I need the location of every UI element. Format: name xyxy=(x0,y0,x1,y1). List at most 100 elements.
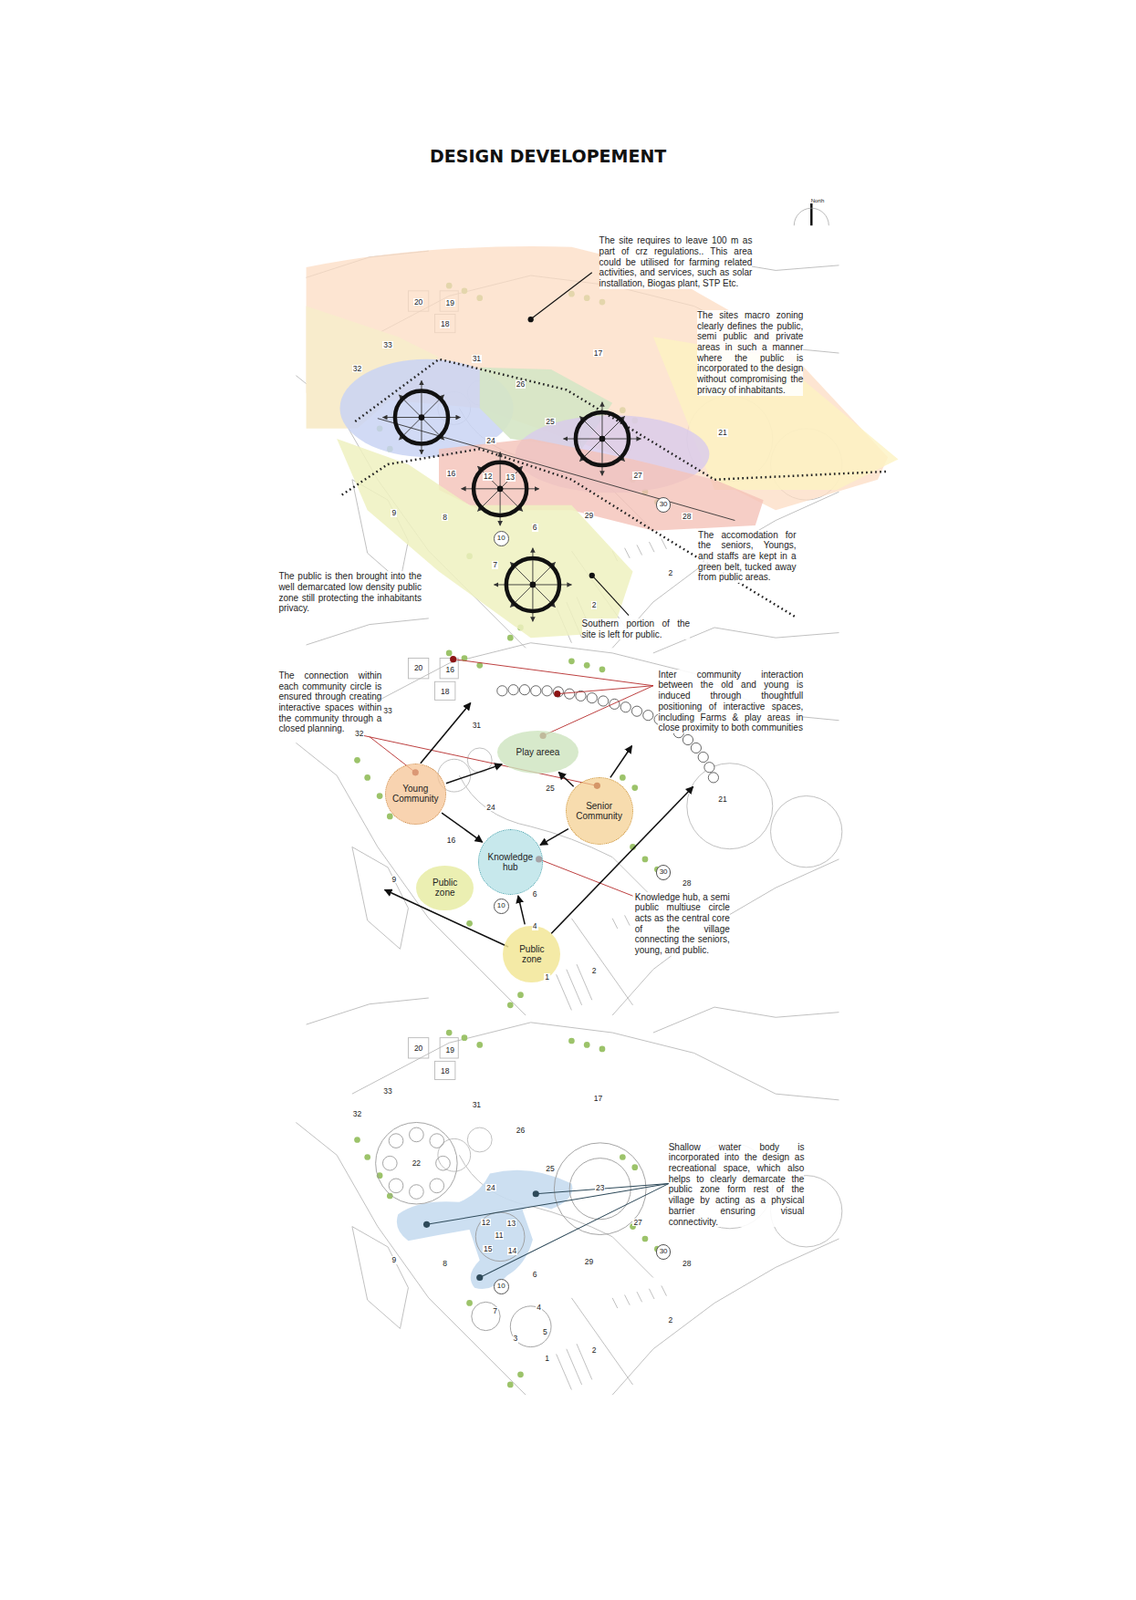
node-text: 30 xyxy=(659,868,668,877)
site-plan-linework xyxy=(382,380,460,455)
plan-number-circle: 10 xyxy=(493,531,510,547)
plan-number-circle: 10 xyxy=(493,898,510,915)
node-label: 10 xyxy=(497,534,506,543)
callout-number: 9 xyxy=(390,1256,397,1265)
site-plan-linework xyxy=(449,656,457,663)
zone-circle: Senior Community xyxy=(565,777,634,845)
site-plan-linework xyxy=(471,1302,501,1331)
callout-number: 14 xyxy=(507,1247,518,1256)
sheet-title: DESIGN DEVELOPEMENT xyxy=(429,145,667,167)
callout-number: 21 xyxy=(717,428,728,438)
node-label: Senior Community xyxy=(572,801,626,822)
site-plan-linework xyxy=(535,1184,668,1195)
site-plan-linework xyxy=(388,1178,404,1194)
site-plan-linework xyxy=(620,702,631,713)
callout-number: 12 xyxy=(482,472,493,481)
site-plan-linework xyxy=(508,685,519,696)
callout-number: 33 xyxy=(382,707,393,716)
connector-arrow xyxy=(518,896,525,925)
callout-number: 6 xyxy=(531,1271,539,1280)
callout-number: 20 xyxy=(413,664,424,673)
site-plan-linework xyxy=(375,1122,647,1347)
callout-number: 17 xyxy=(593,1094,604,1104)
site-plan-linework xyxy=(461,452,540,527)
site-plan-linework xyxy=(690,742,701,753)
callout-number: 1 xyxy=(543,973,551,982)
callout-number: 16 xyxy=(446,469,457,479)
site-plan-linework xyxy=(553,690,561,698)
node-text: Play areea xyxy=(516,747,561,758)
annotation-note: Knowledge hub, a semi public multiuse ci… xyxy=(635,892,730,957)
site-plan-linework xyxy=(453,659,654,687)
callout-number: 32 xyxy=(352,364,363,374)
plan-number-circle: 30 xyxy=(656,1244,672,1261)
callout-number: 2 xyxy=(667,1316,675,1325)
annotation-note: The public is then brought into the well… xyxy=(278,571,422,615)
callout-number: North xyxy=(810,198,826,204)
site-plan-linework xyxy=(436,1156,451,1171)
site-plan-linework xyxy=(793,208,829,226)
node-label: 10 xyxy=(497,1282,506,1292)
node-text: Knowledge hub xyxy=(484,852,537,873)
site-plan-linework xyxy=(682,734,693,745)
node-text: 30 xyxy=(659,1248,668,1257)
node-text: Senior Community xyxy=(572,801,626,822)
site-plan-linework xyxy=(594,577,629,615)
annotation-note: The connection within each community cir… xyxy=(278,670,382,735)
callout-number: 25 xyxy=(544,1165,555,1174)
callout-number: 8 xyxy=(441,513,449,522)
site-plan-linework xyxy=(388,1134,404,1149)
site-plan-linework xyxy=(420,703,471,764)
zone-circle: Public zone xyxy=(416,865,474,911)
site-plan-linework xyxy=(475,1212,525,1262)
callout-number: 22 xyxy=(411,1159,422,1168)
site-plan-linework xyxy=(564,688,575,699)
callout-number: 13 xyxy=(506,1219,517,1229)
node-label: Public zone xyxy=(422,877,469,898)
site-plan-linework xyxy=(377,418,736,522)
callout-number: 19 xyxy=(445,299,456,308)
site-plan-linework xyxy=(704,762,715,773)
callout-number: 4 xyxy=(531,922,539,931)
callout-number: 32 xyxy=(354,729,365,739)
node-label: Knowledge hub xyxy=(484,852,537,873)
site-plan-linework xyxy=(497,686,508,697)
node-text: 30 xyxy=(659,500,668,510)
site-plan-linework xyxy=(423,1190,540,1282)
callout-number: 8 xyxy=(441,1260,449,1269)
plan-number-circle: 30 xyxy=(656,865,672,881)
callout-number: 7 xyxy=(491,1307,499,1316)
site-plan-linework xyxy=(429,1134,445,1149)
node-text: 10 xyxy=(497,534,506,543)
callout-number: 3 xyxy=(512,1334,520,1344)
site-plan-linework xyxy=(586,693,597,704)
connector-arrow xyxy=(558,771,574,787)
site-plan-linework xyxy=(531,272,593,319)
callout-number: 1 xyxy=(543,1354,551,1364)
callout-number: 15 xyxy=(482,1245,493,1254)
callout-number: 18 xyxy=(439,1067,450,1076)
site-plan-linework xyxy=(553,1143,647,1236)
callout-number: 11 xyxy=(494,1231,505,1241)
callout-number: 21 xyxy=(717,795,728,804)
site-plan-linework xyxy=(423,1221,430,1229)
site-plan-linework xyxy=(631,706,642,717)
node-text: Young Community xyxy=(390,783,440,804)
callout-number: 33 xyxy=(382,341,393,350)
site-plan-linework xyxy=(597,696,608,707)
site-plan-linework xyxy=(382,1156,397,1171)
plan-number-circle: 30 xyxy=(656,497,672,513)
site-plan-linework xyxy=(610,746,632,779)
node-text: 10 xyxy=(497,902,506,911)
callout-number: 16 xyxy=(446,836,457,845)
site-plan-linework xyxy=(354,359,888,480)
site-plan-linework xyxy=(375,1122,458,1204)
callout-number: 18 xyxy=(439,687,450,697)
callout-number: 4 xyxy=(535,1303,542,1313)
callout-number: 33 xyxy=(382,1087,393,1096)
node-label: 10 xyxy=(497,902,506,911)
callout-number: 5 xyxy=(541,1328,549,1337)
callout-number: 17 xyxy=(593,349,604,358)
callout-number: 20 xyxy=(413,1044,424,1053)
callout-number: 28 xyxy=(681,879,692,888)
